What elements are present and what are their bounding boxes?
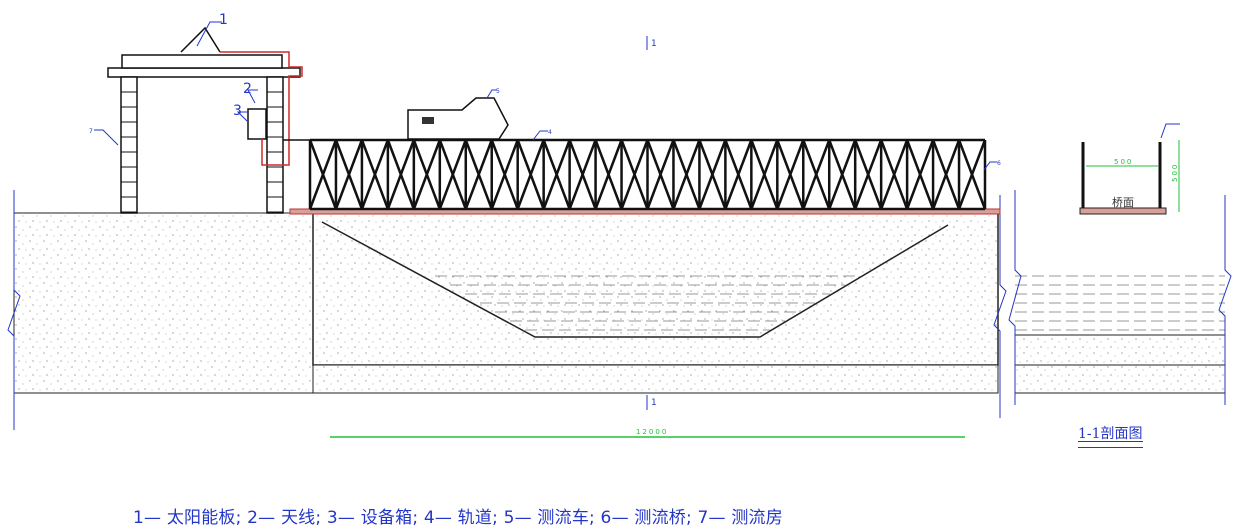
label-antenna: 2 <box>243 81 252 97</box>
flow-bridge-truss <box>308 138 987 211</box>
section-title: 1-1剖面图 <box>1078 423 1143 448</box>
flow-house <box>107 26 301 214</box>
water-lines <box>435 275 860 331</box>
section-height-dimension: 500 <box>1171 163 1179 182</box>
span-dimension: 12000 <box>636 428 668 436</box>
section-mark-top: 1 <box>651 39 657 49</box>
label-solar-panel: 1 <box>219 12 228 28</box>
soil-left <box>13 212 314 394</box>
section-break-left <box>1008 190 1022 405</box>
cable <box>220 51 303 166</box>
flow-car <box>407 97 509 140</box>
section-ground <box>1014 334 1226 394</box>
label-car: 5 <box>496 88 500 95</box>
break-line-right <box>993 195 1007 418</box>
break-line-left <box>7 190 21 430</box>
label-track: 4 <box>548 129 552 136</box>
label-equipment-box: 3 <box>233 103 242 119</box>
channel-block <box>312 212 999 366</box>
deck-label: 桥面 <box>1112 196 1134 209</box>
label-house: 7 <box>89 128 93 135</box>
section-mark-bottom: 1 <box>651 398 657 408</box>
channel-profile <box>321 221 949 338</box>
legend: 1— 太阳能板; 2— 天线; 3— 设备箱; 4— 轨道; 5— 测流车; 6… <box>133 508 783 528</box>
soil-bottom <box>312 364 999 394</box>
section-deck <box>1079 207 1167 215</box>
section-break-right <box>1218 195 1232 405</box>
section-water-lines <box>1015 275 1225 331</box>
label-bridge: 6 <box>997 160 1001 167</box>
section-width-dimension: 500 <box>1114 158 1133 166</box>
